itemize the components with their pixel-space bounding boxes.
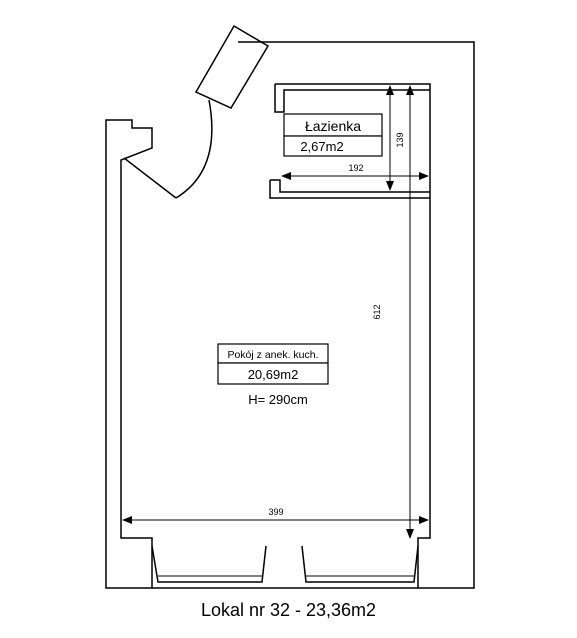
dim-label-399: 399 <box>268 507 283 517</box>
window-left <box>151 545 267 583</box>
outer-wall <box>105 119 153 589</box>
living-room-name: Pokój z anek. kuch. <box>227 349 318 361</box>
ceiling-height: H= 290cm <box>248 392 308 407</box>
bathroom-walls <box>269 84 430 199</box>
dim-label-612: 612 <box>372 304 382 319</box>
unit-caption: Lokal nr 32 - 23,36m2 <box>200 600 377 620</box>
bathroom-label: Łazienka 2,67m2 <box>283 113 383 157</box>
living-room-label: Pokój z anek. kuch. 20,69m2 <box>217 343 329 385</box>
bathroom-name: Łazienka <box>305 118 361 134</box>
living-room-area: 20,69m2 <box>248 367 299 382</box>
entrance-door <box>123 24 270 199</box>
bathroom-area: 2,67m2 <box>300 139 343 154</box>
outer-wall-right <box>238 41 475 589</box>
dim-label-192: 192 <box>348 163 363 173</box>
dim-label-139: 139 <box>395 132 405 147</box>
window-right <box>301 545 419 583</box>
